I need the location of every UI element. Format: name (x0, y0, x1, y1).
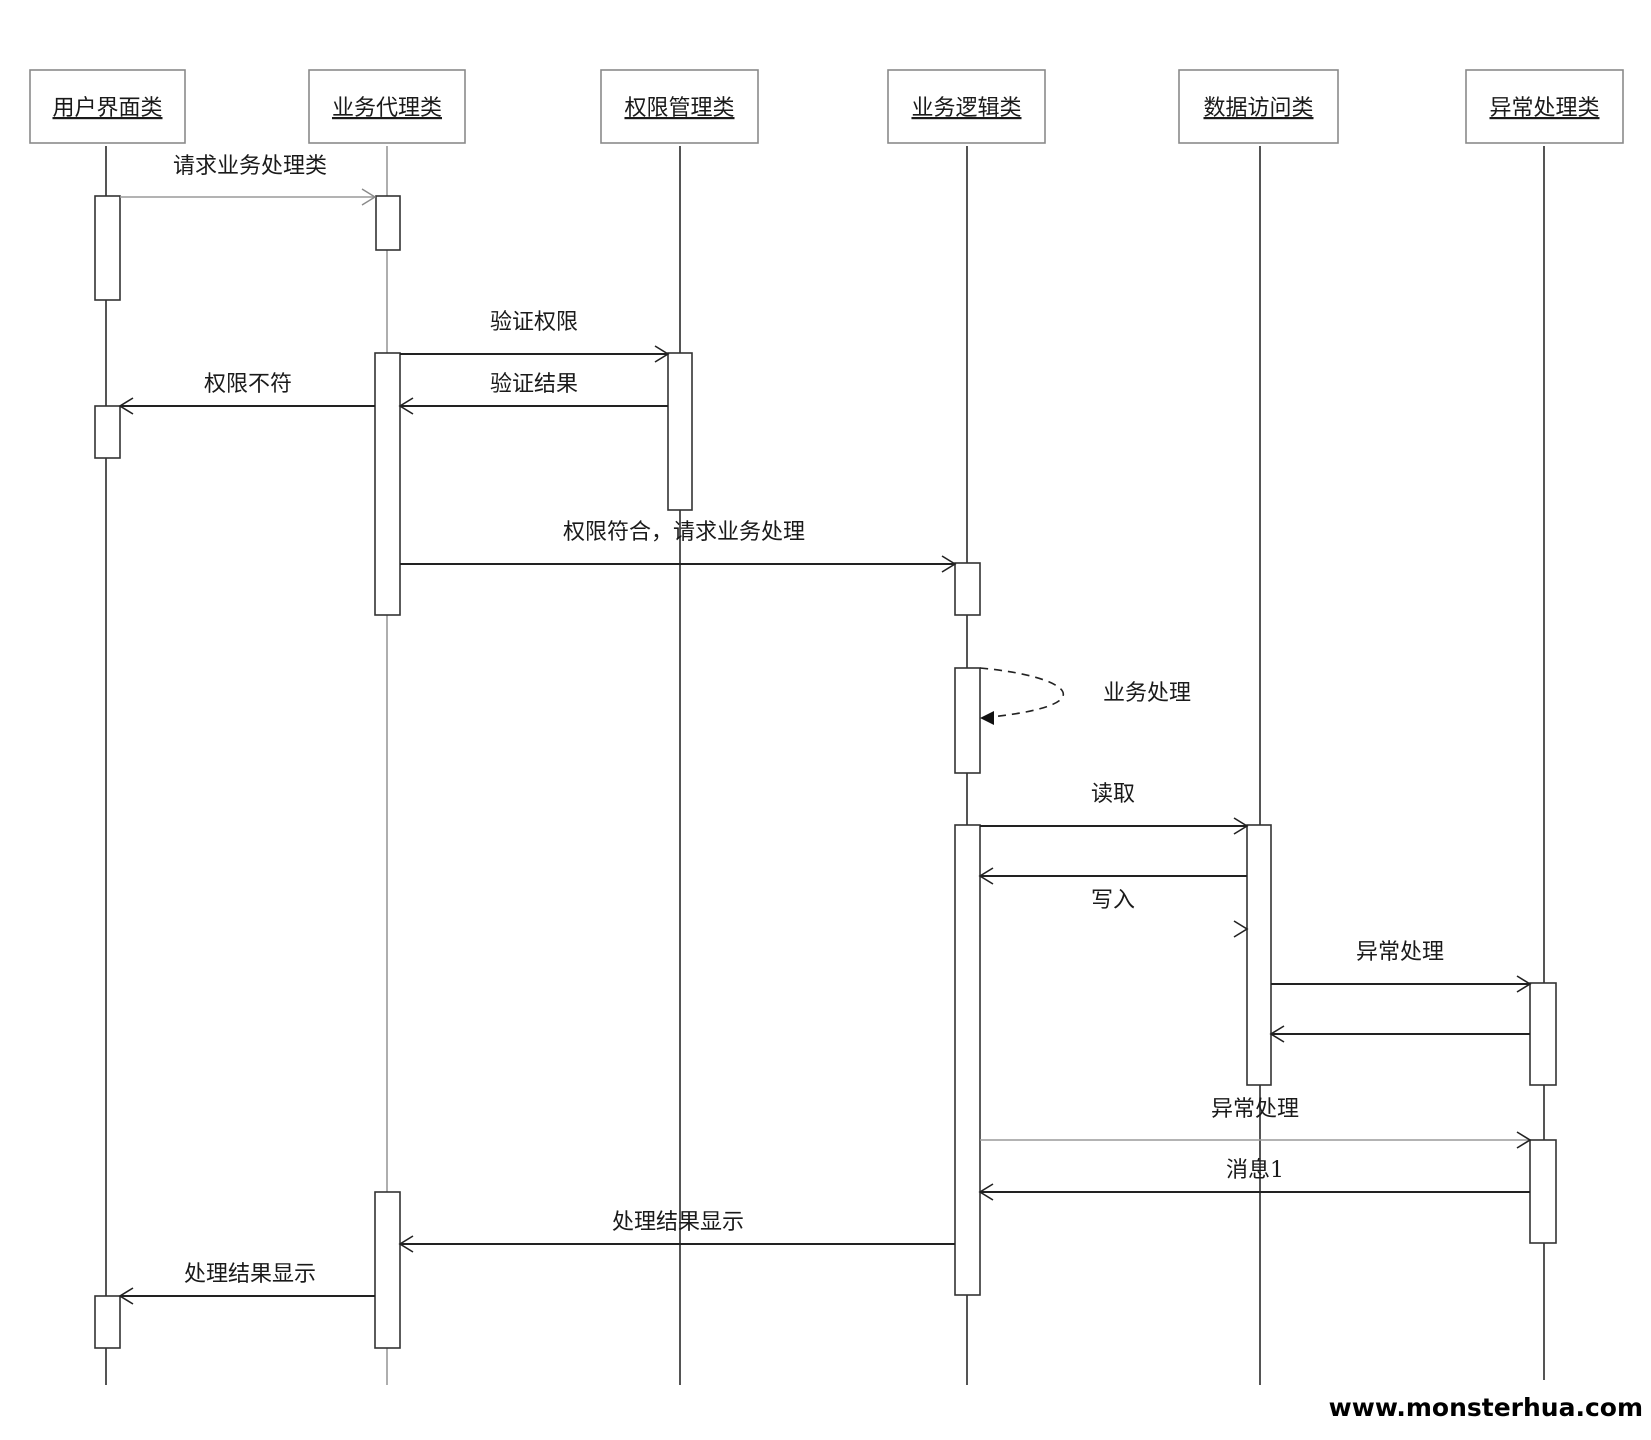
lifeline-header-logic: 业务逻辑类 (887, 69, 1046, 144)
activation-auth-1 (667, 352, 693, 511)
message-label: 权限符合，请求业务处理 (563, 520, 805, 545)
lifeline-label-error: 异常处理类 (1489, 96, 1599, 121)
message-permission-granted: 权限符合，请求业务处理 (400, 520, 957, 573)
stray-arrowhead (1233, 920, 1249, 938)
message-label: 异常处理 (1211, 1097, 1299, 1122)
message-label: 处理结果显示 (184, 1262, 316, 1287)
lifeline-header-dao: 数据访问类 (1178, 69, 1339, 144)
watermark-text: www.monsterhua.com (1328, 1393, 1643, 1422)
message-result-display-2: 处理结果显示 (118, 1262, 375, 1305)
message-label: 写入 (1091, 888, 1135, 913)
message-self-business-process: 业务处理 (979, 667, 1191, 725)
activation-ui-3 (94, 1295, 121, 1349)
activation-error-1 (1529, 982, 1557, 1086)
lifeline-header-ui: 用户界面类 (29, 69, 186, 144)
lifeline-label-auth: 权限管理类 (624, 96, 734, 121)
message-permission-denied: 权限不符 (118, 372, 375, 415)
lifeline-label-proxy: 业务代理类 (332, 96, 442, 121)
activation-logic-1 (954, 562, 981, 616)
activation-ui-2 (94, 405, 121, 459)
message-exception-handle-1: 异常处理 (1271, 940, 1532, 993)
message-label: 权限不符 (204, 372, 292, 397)
lifeline-label-dao: 数据访问类 (1203, 96, 1313, 121)
activation-proxy-1 (375, 195, 401, 251)
message-label: 业务处理 (1103, 681, 1191, 706)
message-read: 读取 (980, 782, 1249, 835)
message-request-business-class: 请求业务处理类 (120, 154, 377, 206)
message-label: 验证结果 (490, 372, 578, 397)
lifeline-label-ui: 用户界面类 (52, 96, 162, 121)
lifeline-header-proxy: 业务代理类 (308, 69, 466, 144)
activation-dao-1 (1246, 824, 1272, 1086)
message-label: 读取 (1091, 782, 1135, 807)
activation-proxy-2 (374, 352, 401, 616)
activation-logic-3 (954, 824, 981, 1296)
activation-logic-2 (954, 667, 981, 774)
activation-error-2 (1529, 1139, 1557, 1244)
message-exception-return (1269, 1025, 1530, 1043)
activation-proxy-3 (374, 1191, 401, 1349)
message-verify-result: 验证结果 (398, 372, 668, 415)
message-label: 消息1 (1226, 1158, 1284, 1183)
message-verify-permission: 验证权限 (400, 310, 670, 363)
message-message1: 消息1 (978, 1158, 1530, 1201)
lifeline-header-error: 异常处理类 (1465, 69, 1624, 144)
message-exception-handle-2: 异常处理 (980, 1097, 1532, 1149)
message-label: 验证权限 (490, 310, 578, 335)
message-write: 写入 (978, 867, 1249, 938)
activation-ui-1 (94, 195, 121, 301)
lifeline-header-auth: 权限管理类 (600, 69, 759, 144)
lifeline-label-logic: 业务逻辑类 (911, 96, 1021, 121)
message-label: 请求业务处理类 (173, 154, 327, 179)
message-result-display-1: 处理结果显示 (398, 1210, 955, 1253)
message-label: 处理结果显示 (612, 1210, 744, 1235)
message-label: 异常处理 (1356, 940, 1444, 965)
